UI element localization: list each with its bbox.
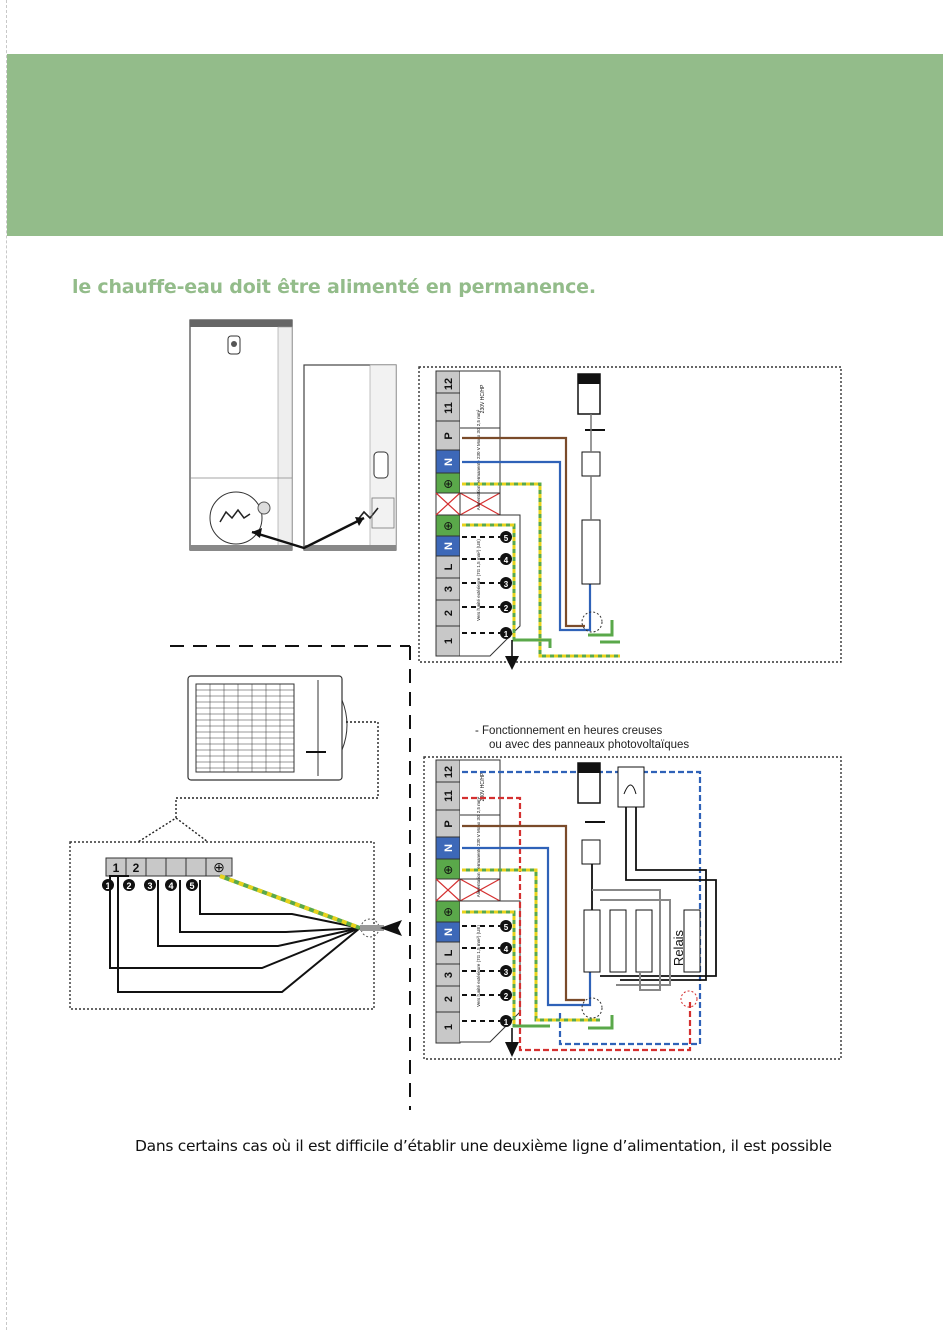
marker-number: 2 — [504, 604, 509, 613]
terminal-label: 2 — [443, 996, 455, 1002]
outdoor-cell-label: 2 — [133, 861, 140, 875]
marker-number: 1 — [105, 881, 110, 891]
hchp-label: 230V HC/HP — [480, 772, 486, 801]
marker-number: 4 — [504, 945, 509, 954]
outdoor-cell-label: 1 — [113, 861, 120, 875]
terminal-label: 12 — [443, 766, 455, 778]
power-supply-label: Alimentation permanente 230 V Mono 3G 2,… — [476, 409, 481, 510]
power-supply-label: Alimentation permanente 230 V Mono 3G 2,… — [476, 796, 481, 897]
terminal-label: N — [443, 458, 455, 466]
cable-gland — [581, 611, 603, 633]
terminal-label: 11 — [443, 790, 455, 802]
marker-number: 3 — [504, 580, 509, 589]
down-arrow — [505, 1042, 519, 1057]
marker-number: 3 — [504, 968, 509, 977]
water-heater-side-illustration — [303, 364, 397, 551]
terminal-label: 3 — [443, 972, 455, 978]
terminal-label: 3 — [443, 586, 455, 592]
hchp-label: 230V HC/HP — [480, 384, 486, 413]
upper-terminal-block: 12 11 P N ⊕ ⊕ N L 3 2 1 230V HC/HP Alime… — [435, 370, 521, 657]
marker-number: 5 — [189, 881, 194, 891]
marker-number: 1 — [504, 630, 509, 639]
offpeak-note-line1: - Fonctionnement en heures creuses — [475, 725, 663, 737]
connection-pointer-arrows — [251, 516, 365, 550]
terminal-label: ⊕ — [441, 907, 455, 917]
offpeak-note: - Fonctionnement en heures creuses ou av… — [475, 724, 689, 752]
terminal-label: N — [443, 542, 455, 550]
body-paragraph: Dans certains cas où il est difficile d’… — [135, 1137, 832, 1155]
upper-breaker-column — [577, 373, 605, 585]
header-banner — [7, 54, 943, 236]
outdoor-cable-label: Vers l'unité extérieure (7G 1,5 mm²) (UE… — [476, 539, 481, 621]
upper-wires — [462, 436, 620, 658]
terminal-label: N — [443, 844, 455, 852]
terminal-label: L — [443, 563, 455, 570]
cable-gland — [680, 990, 698, 1008]
down-arrow — [505, 656, 519, 670]
terminal-label: ⊕ — [441, 865, 455, 875]
marker-number: 5 — [504, 534, 509, 543]
outdoor-terminal-strip: 1 2 ⊕ — [105, 857, 233, 877]
terminal-label: ⊕ — [441, 479, 455, 489]
terminal-label: 12 — [443, 378, 455, 390]
terminal-label: N — [443, 928, 455, 936]
lower-wiring-panel — [423, 756, 842, 1060]
terminal-label: P — [443, 820, 455, 827]
outdoor-unit-callout — [137, 721, 379, 843]
ground-symbol: ⊕ — [213, 859, 225, 875]
outdoor-cable-label: Vers l'unité extérieure (7G 1,5 mm²) (UE… — [476, 925, 481, 1007]
relay-label: Relais — [671, 929, 686, 966]
marker-number: 2 — [504, 992, 509, 1001]
marker-number: 3 — [147, 881, 152, 891]
outdoor-cable-wires — [109, 875, 361, 993]
marker-number: 4 — [504, 556, 509, 565]
marker-number: 1 — [504, 1018, 509, 1027]
terminal-label: P — [443, 432, 455, 439]
outdoor-terminal-zone — [69, 841, 375, 1010]
marker-number: 4 — [168, 881, 173, 891]
terminal-label: 1 — [443, 1024, 455, 1030]
upper-wiring-panel — [418, 366, 842, 663]
terminal-label: L — [443, 949, 455, 956]
lower-breaker-column — [577, 762, 717, 991]
marker-number: 5 — [504, 923, 509, 932]
outdoor-unit-illustration — [187, 675, 348, 781]
offpeak-note-line2: ou avec des panneaux photovoltaïques — [489, 739, 690, 751]
cable-arrow — [380, 920, 402, 936]
outdoor-numbered-markers: 1 2 3 4 5 — [102, 879, 198, 891]
terminal-label: 1 — [443, 638, 455, 644]
page-margin-guide — [6, 0, 7, 1330]
page-headline: le chauffe-eau doit être alimenté en per… — [72, 276, 596, 298]
cable-gland — [581, 997, 603, 1019]
lower-terminal-block: 12 11 P N ⊕ ⊕ N L 3 2 1 230V HC/HP Alime… — [435, 759, 521, 1044]
terminal-label: ⊕ — [441, 521, 455, 531]
terminal-label: 11 — [443, 402, 455, 414]
marker-number: 2 — [126, 881, 131, 891]
terminal-label: 2 — [443, 610, 455, 616]
water-heater-front-illustration — [189, 319, 293, 551]
